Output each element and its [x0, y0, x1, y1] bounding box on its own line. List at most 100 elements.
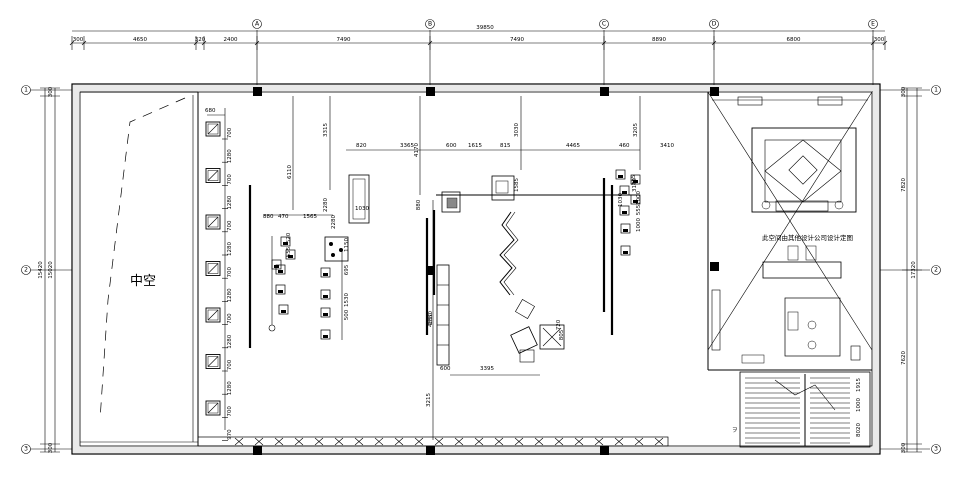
interior-dim: 555 — [636, 204, 642, 215]
window-item-dim: 1280 — [227, 381, 233, 395]
right-dimension-chain: 7820 17320 7620 300 300 — [901, 86, 922, 453]
interior-dim: 3205 — [633, 123, 639, 137]
top-segment-dim: 7490 — [510, 37, 524, 43]
right-outer-dim: 17320 — [911, 261, 917, 279]
interior-dim: 1150 — [344, 238, 350, 252]
interior-dim: 1615 — [468, 143, 482, 149]
column-icon — [710, 87, 719, 96]
interior-dim: 3365 — [400, 143, 414, 149]
chair-group — [271, 169, 641, 340]
axis-label: 2 — [934, 267, 938, 274]
chair-icon — [620, 245, 631, 256]
design-note: 此空间由其他设计公司设计定图 — [762, 233, 853, 242]
window-item-dim: 700 — [227, 174, 233, 185]
chair-icon — [285, 249, 296, 260]
column-icon — [426, 446, 435, 455]
chair-icon — [320, 267, 331, 278]
column-icon — [253, 87, 262, 96]
chair-icon — [320, 329, 331, 340]
axis-label: A — [255, 21, 260, 28]
left-top-small: 300 — [48, 86, 54, 97]
window-item-dim: 1280 — [227, 242, 233, 256]
shelving-unit — [436, 264, 450, 366]
window-item-dim: 1280 — [227, 288, 233, 302]
right-bottom-small: 300 — [901, 442, 907, 453]
column-icon — [710, 262, 719, 271]
display-case — [205, 354, 221, 369]
sofa-icon — [348, 174, 370, 224]
interior-dim: 805 — [559, 329, 565, 340]
top-segment-dim: 320 — [195, 37, 206, 43]
axis-bubble — [931, 85, 941, 95]
top-segment-dim: 6800 — [787, 37, 801, 43]
sofa-icon — [441, 191, 461, 213]
axis-bubble — [21, 85, 31, 95]
interior-dim: 880 — [416, 199, 422, 210]
chair-icon — [619, 185, 630, 196]
interior-dim: 815 — [500, 143, 511, 149]
display-case — [205, 121, 221, 137]
interior-dim: 8020 — [856, 423, 862, 437]
interior-dim: 1000 — [636, 191, 642, 205]
axis-label: 1 — [24, 87, 28, 94]
chair-icon — [275, 264, 286, 275]
axis-bubble — [425, 19, 435, 29]
interior-dim: 3030 — [514, 123, 520, 137]
toilet-icon — [850, 345, 861, 361]
column-icon — [426, 87, 435, 96]
axis-label: C — [602, 21, 606, 28]
axis-bubble — [21, 444, 31, 454]
interior-dim: 555 — [631, 174, 637, 185]
zigzag-display — [499, 211, 519, 296]
interior-dim: 6110 — [287, 165, 293, 179]
axis-bubble — [599, 19, 609, 29]
overall-dimension: 39850 — [476, 25, 494, 31]
axis-label: E — [871, 21, 875, 28]
window-item-dim: 700 — [227, 313, 233, 324]
interior-dim: 600 — [446, 143, 457, 149]
interior-dim: 520 — [286, 232, 292, 243]
interior-dim: 3180 — [632, 178, 638, 192]
window-item-dim: 700 — [227, 359, 233, 370]
right-upper-dim: 7820 — [901, 178, 907, 192]
left-outer-dim: 15420 — [38, 261, 44, 279]
window-display-cases — [205, 121, 221, 416]
left-dimension-chain: 15420 15020 300 300 — [38, 86, 60, 453]
interior-dim: 460 — [619, 143, 630, 149]
interior-dim: 3315 — [323, 123, 329, 137]
interior-dim: 695 — [344, 264, 350, 275]
interior-dim: 500 — [344, 309, 350, 320]
chair-icon — [620, 223, 631, 234]
axis-bubble — [709, 19, 719, 29]
interior-dim: 3395 — [480, 366, 494, 372]
window-item-dim: 700 — [227, 220, 233, 231]
chair-icon — [320, 307, 331, 318]
chair-icon — [271, 259, 282, 270]
sofa-icon — [491, 175, 515, 201]
interior-dim: 1000 — [636, 218, 642, 232]
window-column-width: 680 — [205, 108, 216, 114]
interior-dim: 4465 — [566, 143, 580, 149]
display-case — [205, 400, 221, 416]
chair-icon — [630, 194, 641, 205]
axis-label: 2 — [24, 267, 28, 274]
axis-label: 3 — [934, 446, 938, 453]
lounge-cluster — [510, 299, 565, 363]
interior-dim: 555 — [286, 246, 292, 257]
window-item-dim: 700 — [227, 127, 233, 138]
interior-dim: 820 — [356, 143, 367, 149]
top-segment-dim: 300 — [874, 37, 885, 43]
top-segment-dim: 8890 — [652, 37, 666, 43]
top-segment-dim: 7490 — [337, 37, 351, 43]
window-item-dim: 970 — [227, 429, 233, 440]
chair-icon — [630, 174, 641, 185]
column-icon — [426, 266, 435, 275]
bottom-window-band — [197, 436, 669, 447]
display-case — [205, 214, 221, 230]
right-lower-dim: 7620 — [901, 351, 907, 365]
